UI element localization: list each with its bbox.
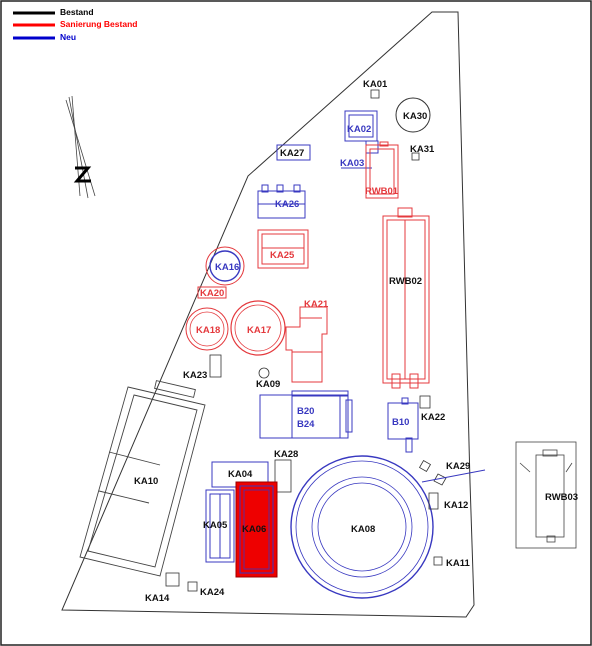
ka16-tank-outer[interactable] [205,246,245,286]
ka11-building[interactable] [433,556,443,566]
ka10-building[interactable] [79,380,206,577]
ka27-label: KA27 [280,148,304,159]
ka31-label: KA31 [410,144,435,155]
legend-label-sanierung: Sanierung Bestand [60,19,137,29]
ka20-label: KA20 [200,288,224,299]
ka08-tank[interactable] [290,455,434,599]
ka02-label: KA02 [347,124,371,135]
ka01-label: KA01 [363,79,388,90]
ka09-tank[interactable] [258,367,270,379]
ka25-building[interactable] [257,229,309,269]
ka24-label: KA24 [200,587,225,598]
ka28-building[interactable] [274,459,292,493]
b10-label: B10 [392,417,409,428]
ka17-tank[interactable] [230,300,286,356]
ka17-label: KA17 [247,325,271,336]
ka05-building[interactable] [205,489,235,563]
legend-label-neu: Neu [60,32,76,42]
ka16-tank-inner [209,250,241,282]
ka10-label: KA10 [134,476,158,487]
ka17-tank-inner [234,304,282,352]
ka11-label: KA11 [446,558,470,569]
ka30-label: KA30 [403,111,427,122]
ka12-building[interactable] [428,492,439,510]
north-arrow [65,95,96,199]
ka26-building[interactable] [257,184,306,219]
ka29-building[interactable] [418,459,447,486]
ka05-label: KA05 [203,520,228,531]
ka06-building[interactable] [235,481,278,578]
ka22-building[interactable] [419,395,431,409]
rwb03-building[interactable] [515,441,577,549]
rwb01-building[interactable] [365,141,399,199]
ka01-building[interactable] [370,89,380,99]
ka03-label: KA03 [340,158,364,169]
ka20-building[interactable] [197,286,227,299]
ka18-tank-inner [189,311,225,347]
ka25-label: KA25 [270,250,295,261]
ka21-label: KA21 [304,299,329,310]
ka21-building[interactable] [285,306,328,383]
ka06-label: KA06 [242,524,266,535]
ka29-label: KA29 [446,461,470,472]
ka27-building[interactable] [276,144,311,161]
ka18-label: KA18 [196,325,220,336]
ka28-label: KA28 [274,449,298,460]
ka14-label: KA14 [145,593,170,604]
b20-label: B20 [297,406,314,417]
ka23-label: KA23 [183,370,207,381]
ka29-pipe [421,469,486,483]
ka18-tank[interactable] [185,307,229,351]
ka14-building[interactable] [165,572,180,587]
ka04-label: KA04 [228,469,253,480]
legend: Bestand Sanierung Bestand Neu [13,7,137,42]
ka16-label: KA16 [215,262,239,273]
ka12-label: KA12 [444,500,468,511]
ka23-building[interactable] [209,354,222,378]
north-letter-icon [73,166,92,183]
ka26-label: KA26 [275,199,299,210]
legend-label-bestand: Bestand [60,7,94,17]
rwb01-label: RWB01 [365,186,399,197]
rwb03-label: RWB03 [545,492,578,503]
b20-b24-building[interactable] [259,390,353,439]
ka24-building[interactable] [187,581,198,592]
ka31-building[interactable] [411,152,420,161]
b24-label: B24 [297,419,315,430]
rwb02-label: RWB02 [389,276,422,287]
ka30-tank[interactable] [395,97,431,133]
ka09-label: KA09 [256,379,280,390]
b10-building[interactable] [387,397,419,453]
ka08-label: KA08 [351,524,375,535]
rwb02-building[interactable] [382,207,430,389]
ka22-label: KA22 [421,412,445,423]
